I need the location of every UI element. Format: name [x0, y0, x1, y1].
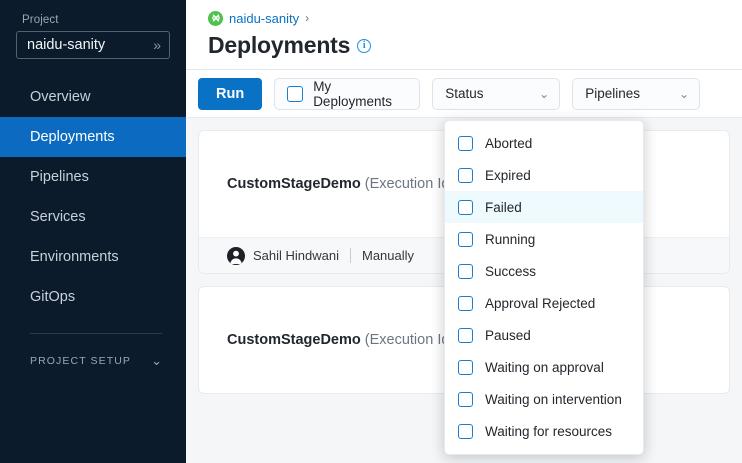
status-option-waiting-on-intervention[interactable]: Waiting on intervention — [445, 383, 643, 415]
status-option-approval-rejected[interactable]: Approval Rejected — [445, 287, 643, 319]
pipelines-filter-dropdown[interactable]: Pipelines ⌄ — [572, 77, 701, 110]
status-option-label: Approval Rejected — [485, 295, 596, 311]
sidebar-item-environments[interactable]: Environments — [0, 237, 186, 277]
checkbox-icon[interactable] — [458, 423, 473, 439]
status-option-label: Waiting on intervention — [485, 391, 622, 407]
checkbox-icon[interactable] — [458, 167, 473, 183]
sidebar-item-label: Pipelines — [30, 169, 89, 185]
checkbox-icon[interactable] — [458, 295, 473, 311]
project-setup-label: PROJECT SETUP — [30, 355, 132, 367]
deployment-name: CustomStageDemo — [227, 332, 361, 348]
checkbox-icon[interactable] — [287, 85, 304, 102]
sidebar-item-label: Overview — [30, 89, 91, 105]
status-option-label: Running — [485, 231, 536, 247]
sidebar-item-label: GitOps — [30, 289, 76, 305]
status-option-paused[interactable]: Paused — [445, 319, 643, 351]
project-name: naidu-sanity — [27, 37, 106, 53]
deployment-title: CustomStageDemo (Execution Id — [227, 332, 449, 348]
chevron-down-icon: ⌄ — [151, 353, 162, 368]
sidebar-item-services[interactable]: Services — [0, 197, 186, 237]
sidebar-item-deployments[interactable]: Deployments — [0, 117, 186, 157]
checkbox-icon[interactable] — [458, 231, 473, 247]
deployment-trigger: Manually — [362, 248, 415, 263]
sidebar: Project naidu-sanity » Overview Deployme… — [0, 0, 186, 463]
breadcrumb: naidu-sanity › — [208, 9, 742, 27]
chevron-down-icon: ⌄ — [539, 86, 550, 101]
sidebar-item-label: Services — [30, 209, 86, 225]
status-option-expired[interactable]: Expired — [445, 159, 643, 191]
status-option-running[interactable]: Running — [445, 223, 643, 255]
run-button[interactable]: Run — [198, 77, 263, 110]
status-option-waiting-for-resources[interactable]: Waiting for resources — [445, 415, 643, 447]
deployment-name: CustomStageDemo — [227, 176, 361, 192]
my-deployments-checkbox[interactable]: My Deployments — [274, 77, 421, 110]
status-filter-dropdown[interactable]: Status ⌄ — [432, 77, 561, 110]
pipelines-filter-label: Pipelines — [585, 86, 640, 101]
status-option-label: Waiting for resources — [485, 423, 613, 439]
sidebar-item-overview[interactable]: Overview — [0, 77, 186, 117]
status-option-success[interactable]: Success — [445, 255, 643, 287]
page-title: Deployments — [208, 32, 351, 58]
checkbox-icon[interactable] — [458, 199, 473, 215]
checkbox-icon[interactable] — [458, 263, 473, 279]
page-header: naidu-sanity › Deployments i — [186, 0, 742, 70]
project-selector[interactable]: naidu-sanity » — [16, 31, 170, 59]
info-icon[interactable]: i — [357, 38, 372, 53]
sidebar-divider — [30, 333, 162, 334]
deployment-meta: (Execution Id — [360, 176, 450, 192]
status-option-label: Success — [485, 263, 537, 279]
filter-toolbar: Run My Deployments Status ⌄ Pipelines ⌄ — [186, 70, 742, 118]
status-option-label: Aborted — [485, 135, 533, 151]
checkbox-icon[interactable] — [458, 135, 473, 151]
sidebar-item-pipelines[interactable]: Pipelines — [0, 157, 186, 197]
avatar — [227, 246, 245, 265]
deployment-user: Sahil Hindwani — [253, 248, 339, 263]
sidebar-item-label: Deployments — [30, 129, 115, 145]
checkbox-icon[interactable] — [458, 327, 473, 343]
status-option-label: Expired — [485, 167, 531, 183]
status-option-label: Paused — [485, 327, 531, 343]
project-setup-toggle[interactable]: PROJECT SETUP ⌄ — [0, 350, 186, 372]
status-filter-label: Status — [445, 86, 484, 101]
status-option-failed[interactable]: Failed — [445, 191, 643, 223]
my-deployments-label: My Deployments — [313, 78, 392, 109]
deployment-card-body: CustomStageDemo (Execution Id — [199, 287, 729, 393]
sidebar-item-label: Environments — [30, 249, 119, 265]
checkbox-icon[interactable] — [458, 391, 473, 407]
checkbox-icon[interactable] — [458, 359, 473, 375]
chevron-down-icon: ⌄ — [679, 86, 690, 101]
title-row: Deployments i — [208, 32, 742, 59]
breadcrumb-project-link[interactable]: naidu-sanity — [229, 10, 300, 26]
deployment-meta: (Execution Id — [360, 332, 450, 348]
status-option-waiting-on-approval[interactable]: Waiting on approval — [445, 351, 643, 383]
chevron-double-right-icon: » — [153, 37, 161, 53]
project-label: Project — [22, 14, 59, 26]
sidebar-nav: Overview Deployments Pipelines Services … — [0, 77, 186, 317]
status-option-label: Waiting on approval — [485, 359, 604, 375]
status-option-aborted[interactable]: Aborted — [445, 127, 643, 159]
deployment-card-body: CustomStageDemo (Execution Id — [199, 131, 729, 237]
breadcrumb-separator-icon: › — [305, 11, 310, 25]
status-dropdown-menu: Aborted Expired Failed Running Success A… — [444, 120, 644, 455]
harness-logo-icon — [208, 10, 223, 26]
footer-divider — [350, 248, 351, 263]
deployment-title: CustomStageDemo (Execution Id — [227, 176, 449, 192]
status-option-label: Failed — [485, 199, 522, 215]
sidebar-item-gitops[interactable]: GitOps — [0, 277, 186, 317]
